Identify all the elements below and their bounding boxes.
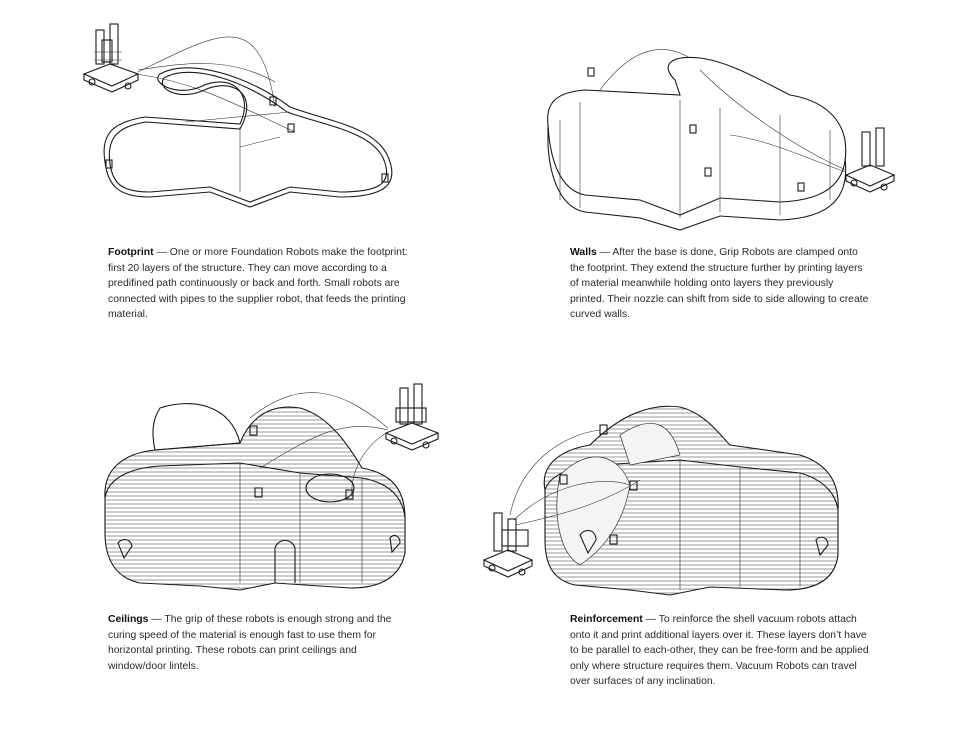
footprint-caption: Footprint — One or more Foundation Robot…: [108, 245, 408, 323]
supplier-robot-icon: [846, 128, 894, 192]
supplier-robot-icon: [484, 513, 532, 577]
ceilings-caption: Ceilings — The grip of these robots is e…: [108, 612, 408, 674]
reinforcement-structure: [544, 406, 838, 595]
grip-robot-icon: [588, 68, 804, 191]
ceilings-title: Ceilings: [108, 614, 148, 625]
walls-body: After the base is done, Grip Robots are …: [570, 247, 868, 320]
supplier-robot-icon: [386, 384, 438, 450]
walls-caption: Walls — After the base is done, Grip Rob…: [570, 245, 870, 323]
ceilings-diagram: [100, 378, 460, 593]
footprint-title: Footprint: [108, 247, 154, 258]
reinforcement-diagram: [480, 395, 860, 600]
reinforcement-caption: Reinforcement — To reinforce the shell v…: [570, 612, 870, 690]
reinforcement-title: Reinforcement: [570, 614, 643, 625]
walls-title: Walls: [570, 247, 597, 258]
footprint-outline: [104, 68, 392, 207]
footprint-diagram: [80, 12, 420, 227]
walls-diagram: [540, 40, 900, 230]
supplier-robot-icon: [84, 24, 138, 92]
